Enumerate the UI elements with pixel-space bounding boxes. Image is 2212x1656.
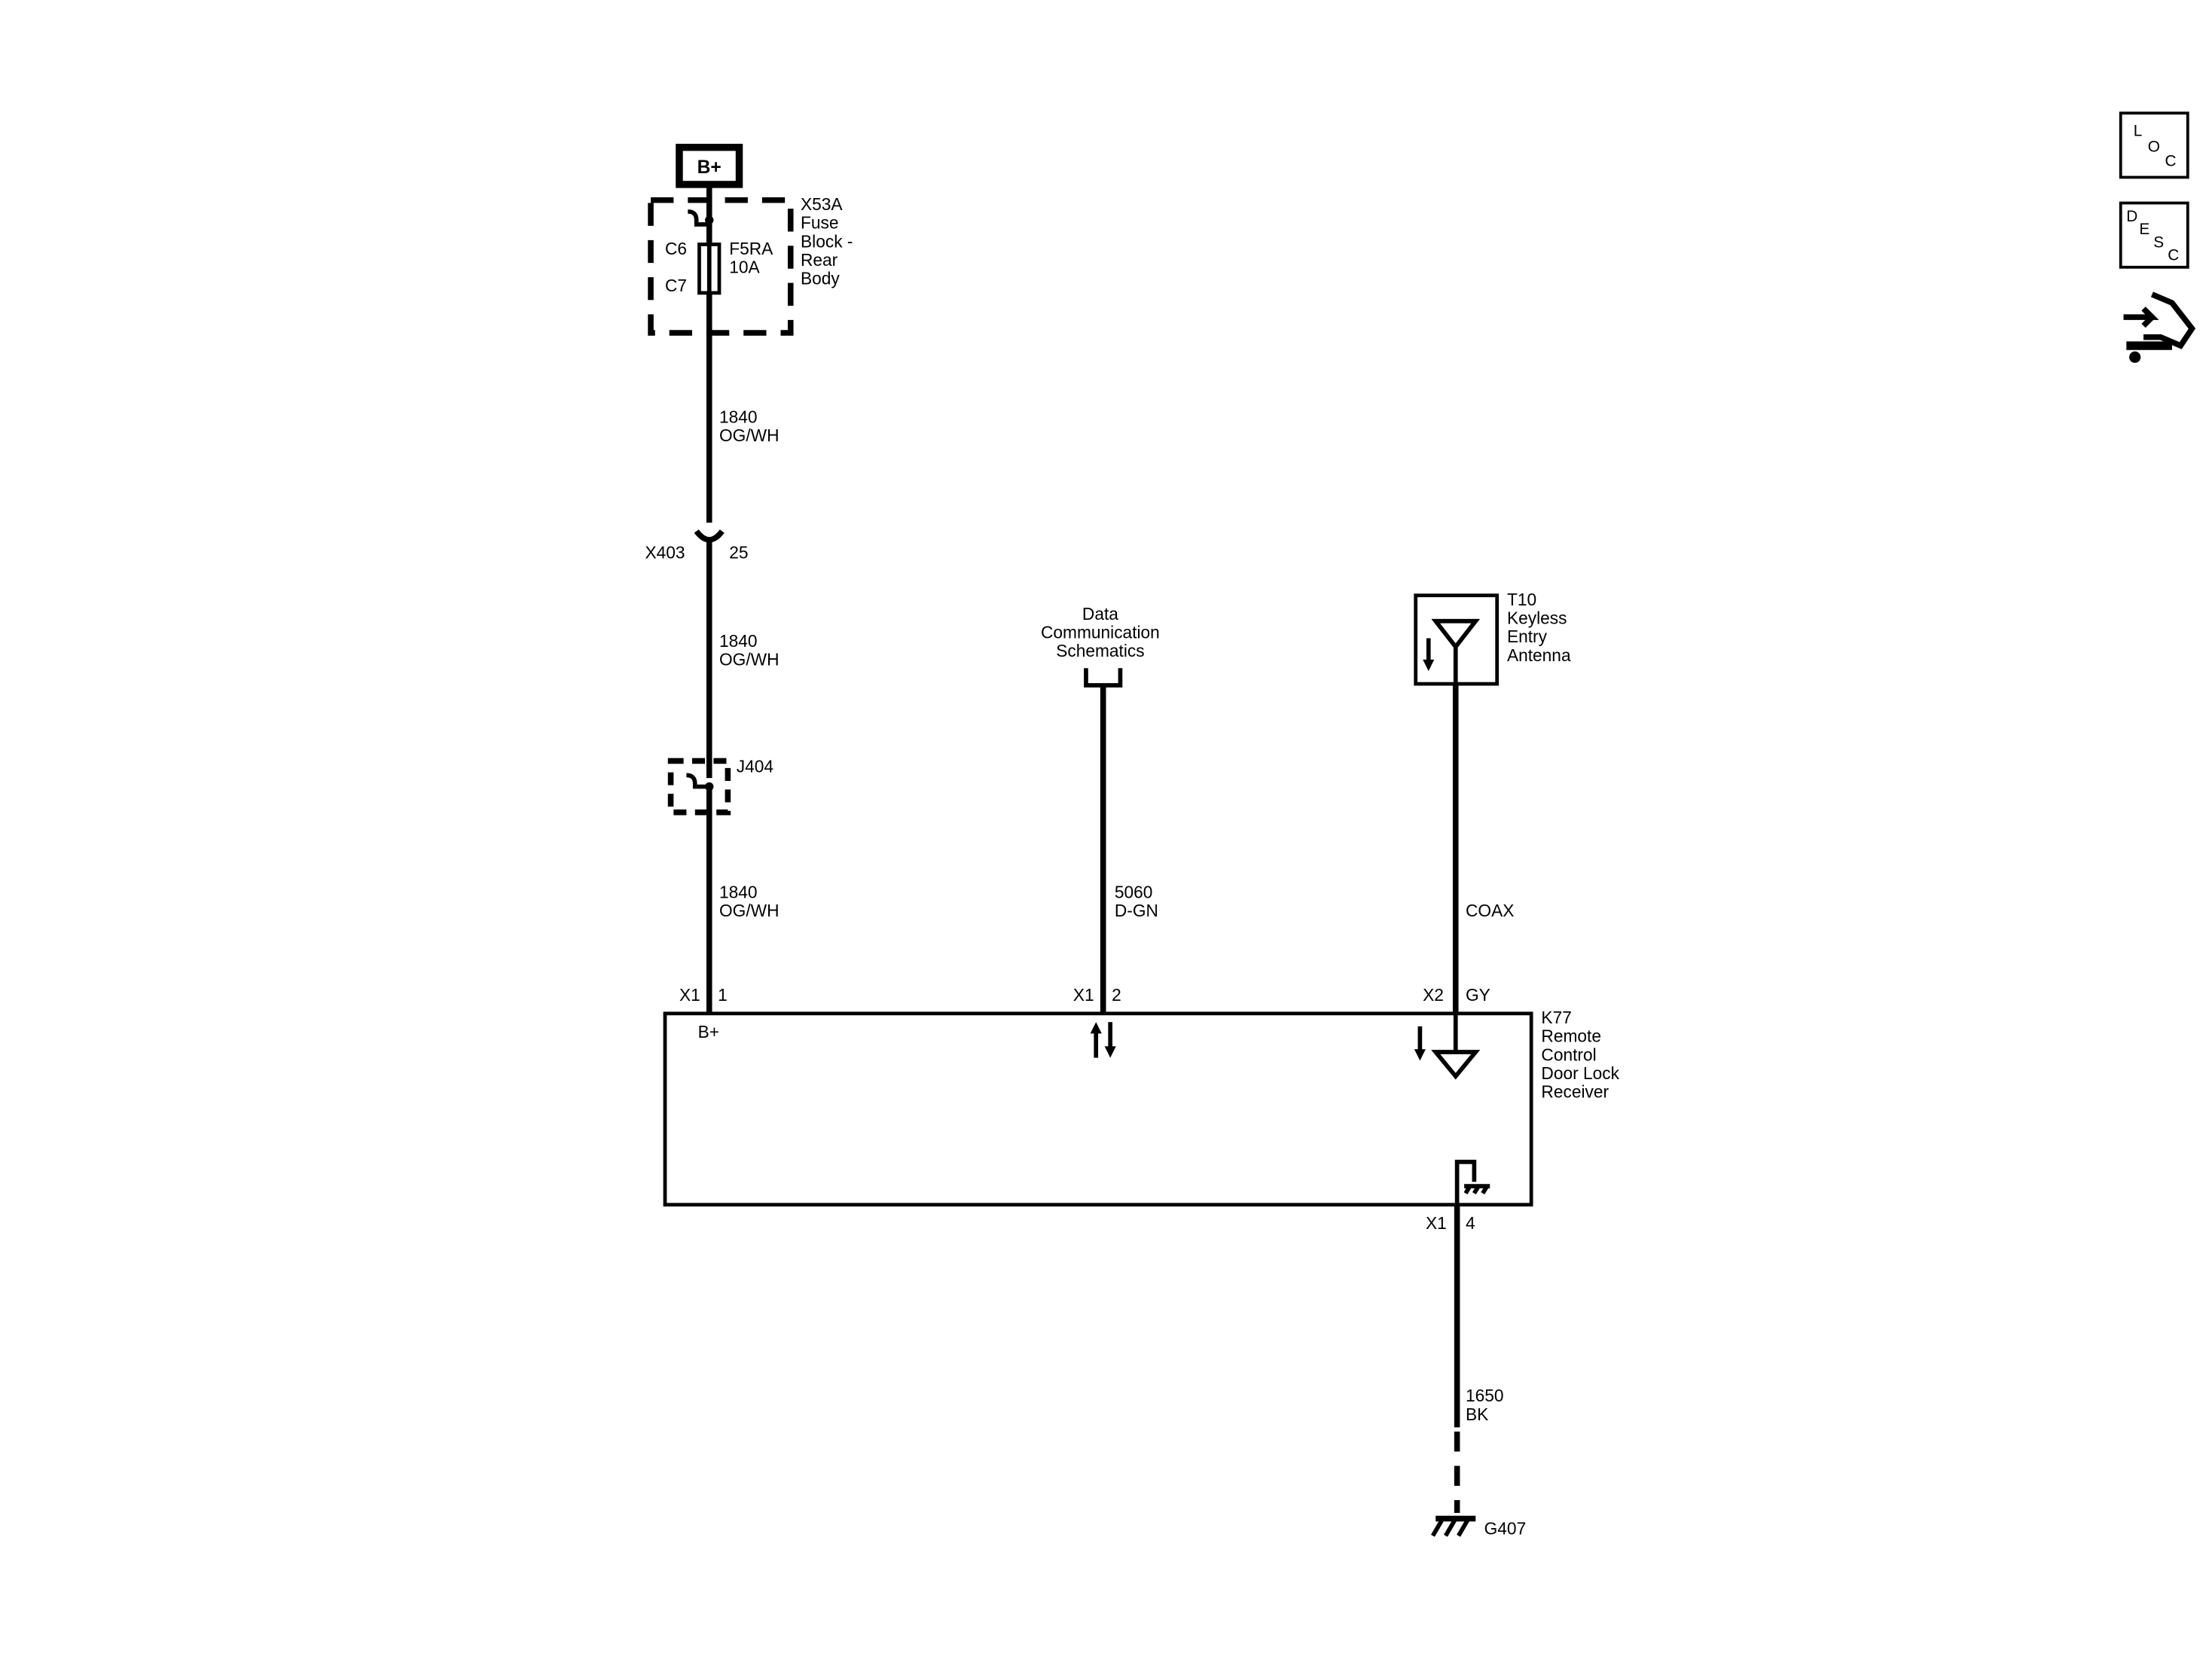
j404-splice-outline <box>667 758 731 816</box>
wire-1650-number: 1650 <box>1466 1386 1504 1405</box>
antenna-label: T10 Keyless Entry Antenna <box>1507 590 1571 665</box>
pin-3-number: GY <box>1466 985 1490 1005</box>
module-b-plus-label: B+ <box>698 1022 719 1041</box>
connector-repair-icon[interactable] <box>2123 291 2196 363</box>
k77-module-label: K77 Remote Control Door Lock Receiver <box>1541 1008 1619 1102</box>
pin-1-number: 1 <box>718 985 728 1005</box>
pin-2-connector: X1 <box>1073 985 1094 1005</box>
wire-1840-b-number: 1840 <box>719 631 758 651</box>
fuse-block-outline <box>648 197 794 336</box>
j404-label: J404 <box>737 757 773 776</box>
svg-text:Door Lock: Door Lock <box>1541 1063 1619 1083</box>
wire-1840-a-color: OG/WH <box>719 425 780 445</box>
svg-text:L: L <box>2134 123 2143 140</box>
pin-1-connector: X1 <box>679 985 700 1005</box>
ground-g407-icon <box>1430 1515 1476 1537</box>
wire-5060-color: D-GN <box>1115 901 1158 920</box>
wire-1840-c-number: 1840 <box>719 882 758 901</box>
svg-text:Entry: Entry <box>1507 627 1548 646</box>
serial-data-arrows-icon <box>1090 1022 1116 1058</box>
pin-3-connector: X2 <box>1423 985 1444 1005</box>
c6-pin-label: C6 <box>665 239 687 258</box>
pin-4-number: 4 <box>1466 1213 1475 1233</box>
fuse-rating: 10A <box>729 257 760 276</box>
internal-ground-icon <box>1454 1160 1477 1205</box>
svg-text:Antenna: Antenna <box>1507 645 1571 665</box>
svg-text:T10: T10 <box>1507 590 1536 609</box>
svg-text:Rear: Rear <box>801 250 838 270</box>
wire-1840-b-color: OG/WH <box>719 649 780 669</box>
wire-coax-label: COAX <box>1466 901 1514 920</box>
c6-connector-icon <box>688 209 709 227</box>
svg-text:Body: Body <box>801 269 840 288</box>
svg-text:S: S <box>2153 233 2164 251</box>
svg-text:Keyless: Keyless <box>1507 608 1567 628</box>
pin-2-number: 2 <box>1112 985 1121 1005</box>
j404-splice-icon <box>686 773 709 789</box>
svg-text:Data: Data <box>1082 604 1118 624</box>
svg-text:C: C <box>2168 246 2179 264</box>
c7-pin-label: C7 <box>665 276 687 295</box>
x403-label: X403 <box>645 542 685 562</box>
svg-text:O: O <box>2148 138 2160 155</box>
wire-1650-color: BK <box>1466 1404 1488 1424</box>
svg-text:C: C <box>2165 152 2176 169</box>
x403-pin: 25 <box>729 542 748 562</box>
fuse-name: F5RA <box>729 239 773 258</box>
location-button[interactable]: L O C <box>2119 111 2189 179</box>
antenna-icon <box>1431 618 1481 651</box>
svg-text:Block -: Block - <box>801 231 853 251</box>
svg-text:Schematics: Schematics <box>1056 641 1144 660</box>
svg-text:D: D <box>2126 208 2137 225</box>
data-communication-reference[interactable]: Data Communication Schematics <box>1041 604 1160 688</box>
b-plus-source: B+ <box>676 143 743 188</box>
svg-text:Control: Control <box>1541 1045 1596 1064</box>
pin-4-connector: X1 <box>1426 1213 1447 1233</box>
wire-5060-number: 5060 <box>1115 882 1153 901</box>
ground-g407-label: G407 <box>1484 1518 1527 1538</box>
fuse-block-label: X53A Fuse Block - Rear Body <box>801 194 853 288</box>
svg-text:Communication: Communication <box>1041 622 1160 642</box>
wire-1840-a-number: 1840 <box>719 407 758 426</box>
svg-text:E: E <box>2139 221 2149 238</box>
wire-1840-c-color: OG/WH <box>719 901 780 920</box>
svg-text:X53A: X53A <box>801 194 843 214</box>
svg-text:Fuse: Fuse <box>801 213 839 233</box>
svg-text:Remote: Remote <box>1541 1026 1601 1046</box>
svg-text:K77: K77 <box>1541 1008 1571 1027</box>
description-button[interactable]: D E S C <box>2119 201 2189 269</box>
b-plus-label: B+ <box>697 157 722 178</box>
svg-text:Receiver: Receiver <box>1541 1082 1609 1102</box>
